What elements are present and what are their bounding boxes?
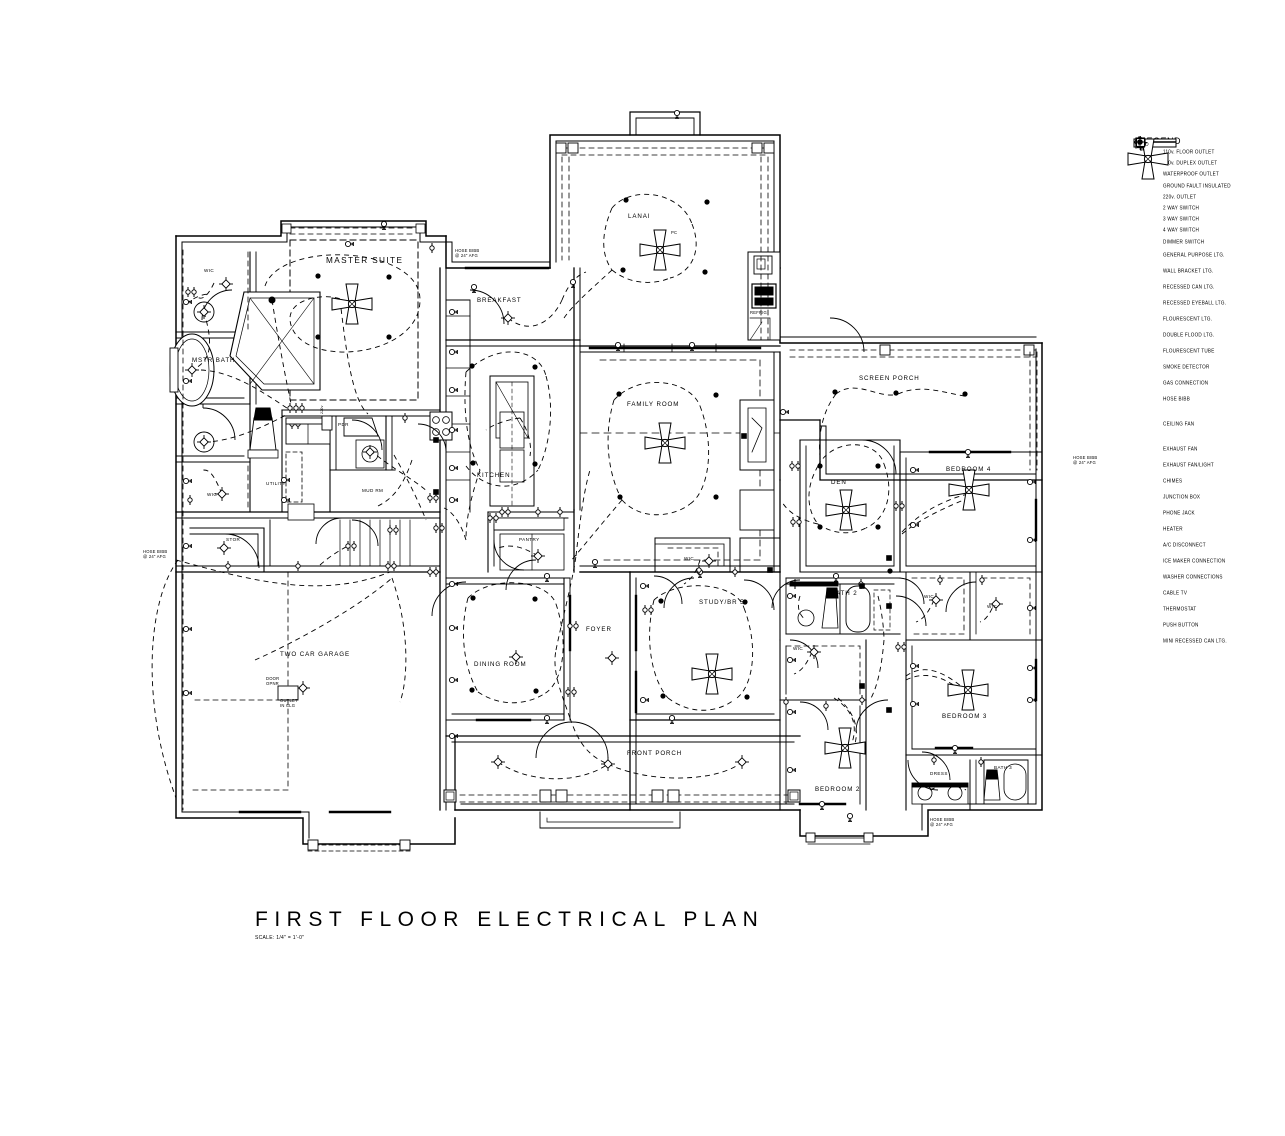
room-label: UTILITY [266, 481, 286, 486]
room-label: FOYER [586, 626, 612, 633]
legend-row-mini-recessed-can: MINI RECESSED CAN LTG. [1133, 137, 1283, 649]
room-label: MUD RM [362, 488, 384, 493]
legend-label: 220v. OUTLET [1163, 193, 1197, 200]
note-door-opener: DOOR OPNR [266, 676, 280, 686]
legend-label: WASHER CONNECTIONS [1163, 573, 1223, 580]
room-label: MASTER SUITE [326, 256, 404, 265]
legend-label: CHIMES [1163, 477, 1183, 484]
electrical-plan-sheet: MASTER SUITE MSTR BATH WIC WIC UTILITY P… [143, 109, 1283, 941]
room-label: WIC [793, 646, 804, 651]
legend-label: CEILING FAN [1163, 420, 1195, 427]
note-hose-bibb: HOSE BIBB @ 24" AFG [1073, 455, 1098, 465]
page-title: FIRST FLOOR ELECTRICAL PLAN [255, 908, 765, 931]
room-label: PDR [338, 422, 349, 427]
room-label: PANTRY [519, 537, 540, 542]
legend-row-ceiling-fan: CEILING FAN [1127, 138, 1283, 441]
legend-label: 4 WAY SWITCH [1163, 226, 1200, 234]
room-label: FAMILY ROOM [627, 401, 680, 408]
room-label: SCREEN PORCH [859, 375, 920, 382]
legend-label: WALL BRACKET LTG. [1163, 267, 1214, 274]
floor-plan-drawing [151, 109, 1043, 852]
room-label: DINING ROOM [474, 661, 527, 668]
legend-label: GAS CONNECTION [1163, 379, 1209, 386]
legend-label: FLOURESCENT TUBE [1163, 347, 1215, 354]
legend-label: FLOURESCENT LTG. [1163, 315, 1213, 322]
room-label: MSTR BATH [192, 357, 236, 364]
note-hose-bibb: HOSE BIBB @ 24" AFG [930, 817, 955, 827]
legend-label: GENERAL PURPOSE LTG. [1163, 251, 1225, 258]
room-label: WIC [204, 268, 215, 273]
scale-note: SCALE: 1/4" = 1'-0" [255, 935, 305, 941]
note-hose-bibb: HOSE BIBB @ 24" AFG [455, 248, 480, 258]
room-label: TWO CAR GARAGE [280, 651, 351, 658]
note-hose-bibb: HOSE BIBB @ 24" AFG [143, 549, 168, 559]
room-label: BEDROOM 4 [946, 466, 992, 473]
room-label: LANAI [628, 213, 651, 220]
legend-label: HEATER [1163, 525, 1183, 532]
svg-text:D: D [1145, 142, 1149, 148]
legend-label: SMOKE DETECTOR [1163, 363, 1210, 370]
title-block: FIRST FLOOR ELECTRICAL PLAN SCALE: 1/4" … [255, 908, 764, 941]
legend-label: PHONE JACK [1163, 509, 1195, 516]
legend-label: JUNCTION BOX [1163, 493, 1201, 500]
room-label: WIC [207, 492, 218, 497]
legend-panel: LEGEND 110v. FLOOR OUTLET 110v. DUPLEX O… [1127, 136, 1283, 649]
legend-label: WATERPROOF OUTLET [1163, 170, 1220, 178]
legend-label: EXHAUST FAN/LIGHT [1163, 461, 1214, 468]
room-label: WIC [924, 594, 935, 599]
legend-label: GROUND FAULT INSULATED [1163, 182, 1231, 189]
legend-label: MINI RECESSED CAN LTG. [1163, 637, 1227, 644]
legend-label: 3 WAY SWITCH [1163, 215, 1200, 222]
room-label: DEN [831, 479, 847, 486]
legend-label: RECESSED EYEBALL LTG. [1163, 299, 1227, 306]
note-pull-chain: PC [671, 230, 678, 235]
room-label: BATH 2 [831, 590, 858, 597]
legend-label: DOUBLE FLOOD LTG. [1163, 331, 1215, 338]
legend-label: EXHAUST FAN [1163, 445, 1198, 452]
legend-label: A/C DISCONNECT [1163, 541, 1206, 548]
legend-label: HOSE BIBB [1163, 395, 1191, 402]
room-label: STOR [226, 537, 241, 542]
room-label: FRONT PORCH [627, 750, 683, 757]
room-label: BEDROOM 2 [815, 786, 861, 793]
legend-label: DIMMER SWITCH [1163, 237, 1205, 245]
legend-label: 110v. DUPLEX OUTLET [1163, 159, 1218, 166]
legend-label: 2 WAY SWITCH [1163, 204, 1200, 211]
room-label: KITCHEN [477, 472, 511, 479]
legend-label: ICE MAKER CONNECTION [1163, 557, 1226, 564]
note-outlet-in-clg: OUTLET IN CLG [280, 698, 298, 708]
room-label: BATH 3 [994, 765, 1013, 770]
room-label: STUDY/BR 5 [699, 599, 745, 606]
note-220v: 220v [320, 405, 324, 414]
room-label: WIC [987, 604, 998, 609]
room-label: DRESS [930, 771, 948, 776]
room-label: BREAKFAST [477, 297, 522, 304]
room-label: WIC [684, 556, 695, 561]
room-label: BEDROOM 3 [942, 713, 988, 720]
legend-label: THERMOSTAT [1163, 605, 1197, 612]
legend-label: CABLE TV [1163, 589, 1188, 596]
legend-label: RECESSED CAN LTG. [1163, 283, 1215, 290]
note-refrigerator: REFRIG [750, 310, 768, 315]
legend-label: 110v. FLOOR OUTLET [1163, 148, 1215, 155]
legend-label: PUSH BUTTON [1163, 621, 1199, 628]
